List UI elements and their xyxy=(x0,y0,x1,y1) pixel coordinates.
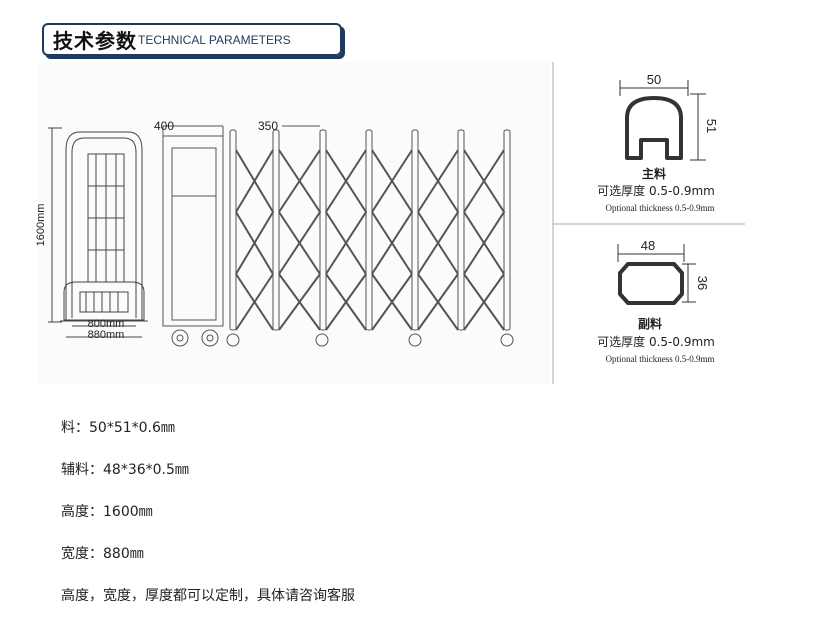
main-profile-width: 50 xyxy=(647,72,661,87)
spec-sub-material: 辅料：48*36*0.5㎜ xyxy=(61,462,189,478)
front-view xyxy=(162,125,514,347)
sub-profile-thickness-en: Optional thickness 0.5-0.9mm xyxy=(606,354,715,364)
header-title-en: TECHNICAL PARAMETERS xyxy=(138,32,291,47)
side-height-label: 1600mm xyxy=(35,204,47,247)
spec-main-material: 料：50*51*0.6㎜ xyxy=(61,420,175,436)
main-profile-height: 51 xyxy=(704,119,719,133)
sub-profile-width: 48 xyxy=(641,238,655,253)
sub-profile-thickness-cn: 可选厚度 0.5-0.9mm xyxy=(597,334,715,349)
spec-width: 宽度：880㎜ xyxy=(61,546,144,562)
sub-profile-height: 36 xyxy=(695,276,710,290)
section-header: 技术参数 TECHNICAL PARAMETERS xyxy=(42,23,342,56)
side-view xyxy=(48,127,148,338)
main-profile-name: 主料 xyxy=(642,166,666,181)
technical-drawing: 1600mm 800mm 880mm xyxy=(35,62,745,384)
side-width-label-2: 880mm xyxy=(88,329,125,341)
header-title-cn: 技术参数 xyxy=(53,29,137,53)
sub-profile-drawing xyxy=(617,244,696,305)
spec-height: 高度：1600㎜ xyxy=(61,504,153,520)
sub-profile-name: 副料 xyxy=(638,316,662,331)
front-dim-1: 400 xyxy=(154,119,174,133)
main-profile-thickness-en: Optional thickness 0.5-0.9mm xyxy=(606,203,715,213)
spec-list: 料：50*51*0.6㎜ 辅料：48*36*0.5㎜ 高度：1600㎜ 宽度：8… xyxy=(61,418,355,628)
spec-custom-note: 高度，宽度，厚度都可以定制，具体请咨询客服 xyxy=(61,588,355,604)
main-profile-drawing xyxy=(619,80,706,161)
front-dim-2: 350 xyxy=(258,119,278,133)
side-width-label-1: 800mm xyxy=(88,318,125,330)
main-profile-thickness-cn: 可选厚度 0.5-0.9mm xyxy=(597,183,715,198)
